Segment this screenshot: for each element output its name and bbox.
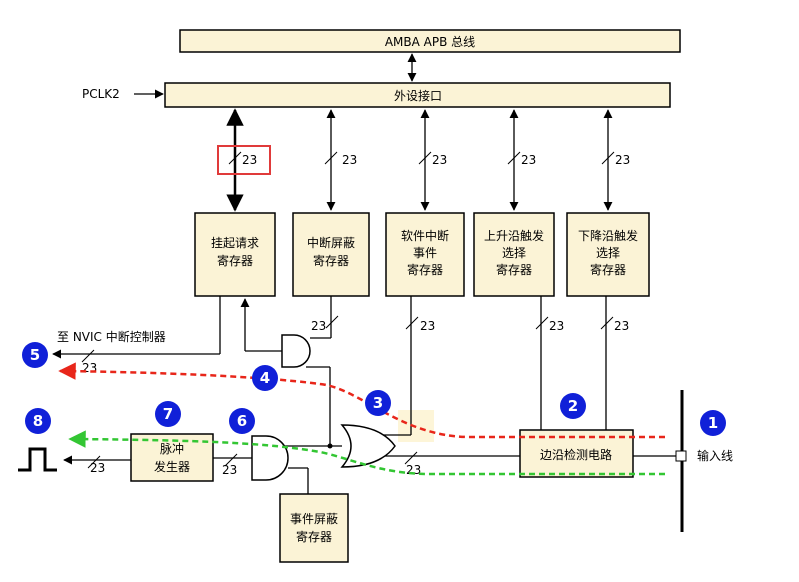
- bus-width-pulse: 23: [90, 461, 105, 475]
- svg-text:5: 5: [30, 346, 40, 364]
- bus-width-slash: [81, 349, 95, 363]
- svg-text:7: 7: [163, 405, 173, 423]
- pulse-generator: [130, 433, 214, 482]
- falling-trigger-line3: 寄存器: [590, 262, 626, 277]
- step-badge-3: 3: [365, 390, 391, 416]
- bus-width-slash: [418, 151, 432, 165]
- nvic-label: 至 NVIC 中断控制器: [57, 329, 166, 344]
- falling-trigger-line1: 下降沿触发: [578, 228, 638, 243]
- step-badge-1: 1: [700, 410, 726, 436]
- bus-width-falling: 23: [615, 153, 630, 167]
- peripheral-interface-label: 外设接口: [394, 88, 442, 103]
- interrupt-mask-line1: 中断屏蔽: [307, 235, 355, 250]
- svg-text:3: 3: [373, 394, 383, 412]
- bus-width-pending: 23: [242, 153, 257, 167]
- amba-apb-bus: [179, 29, 681, 53]
- svg-text:8: 8: [33, 412, 43, 430]
- bus-width-rising-out: 23: [549, 319, 564, 333]
- edge-detect-label: 边沿检测电路: [540, 447, 612, 462]
- step-badge-5: 5: [22, 342, 48, 368]
- or-gate: [340, 424, 396, 468]
- svg-text:2: 2: [568, 397, 578, 415]
- pulse-generator-line2: 发生器: [154, 459, 190, 474]
- step-badge-8: 8: [25, 408, 51, 434]
- step-badge-4: 4: [252, 365, 278, 391]
- amba-apb-bus-label: AMBA APB 总线: [385, 35, 475, 49]
- svg-text:4: 4: [260, 369, 270, 387]
- svg-text:1: 1: [708, 414, 718, 432]
- bus-width-slash: [535, 316, 549, 330]
- rising-trigger-register: [473, 212, 555, 297]
- event-mask-register: [279, 493, 349, 563]
- bus-width-slash: [324, 151, 338, 165]
- input-line-label: 输入线: [697, 448, 733, 463]
- bus-width-slash: [600, 316, 614, 330]
- pulse-waveform-icon: [18, 447, 57, 472]
- software-interrupt-line1: 软件中断: [401, 228, 449, 243]
- event-mask-line2: 寄存器: [296, 529, 332, 544]
- bus-width-rising: 23: [521, 153, 536, 167]
- bus-width-slash: [404, 451, 418, 465]
- bus-width-int-mask-out: 23: [311, 319, 326, 333]
- bus-width-falling-out: 23: [614, 319, 629, 333]
- step-badge-2: 2: [560, 393, 586, 419]
- software-interrupt-line2: 事件: [413, 246, 437, 260]
- pending-register-line2: 寄存器: [217, 253, 253, 268]
- pending-register: [194, 212, 276, 297]
- bus-width-event-and: 23: [222, 463, 237, 477]
- rising-trigger-line3: 寄存器: [496, 262, 532, 277]
- falling-trigger-line2: 选择: [596, 246, 620, 260]
- bus-width-int-mask: 23: [342, 153, 357, 167]
- bus-width-slash: [325, 315, 339, 329]
- peripheral-interface: [164, 82, 671, 108]
- bus-width-sw-int: 23: [432, 153, 447, 167]
- interrupt-mask-line2: 寄存器: [313, 253, 349, 268]
- pending-register-line1: 挂起请求: [211, 236, 259, 250]
- bus-width-sw-int-out: 23: [420, 319, 435, 333]
- input-pin: [675, 450, 687, 462]
- software-interrupt-register: [385, 212, 465, 297]
- bus-width-slash: [507, 151, 521, 165]
- highlight-box: [217, 145, 271, 175]
- interrupt-mask-register: [292, 212, 370, 297]
- bus-width-slash: [405, 316, 419, 330]
- event-and-gate: [251, 435, 289, 481]
- falling-trigger-register: [566, 212, 650, 297]
- interrupt-and-gate: [281, 334, 311, 368]
- pulse-generator-line1: 脉冲: [160, 441, 184, 456]
- event-signal-path: [68, 430, 665, 476]
- interrupt-signal-path: [58, 362, 665, 439]
- bus-width-slash: [601, 151, 615, 165]
- bus-width-slash: [224, 453, 238, 467]
- bus-width-slash: [87, 455, 101, 469]
- event-mask-line1: 事件屏蔽: [290, 512, 338, 526]
- software-interrupt-line3: 寄存器: [407, 262, 443, 277]
- rising-trigger-line2: 选择: [502, 246, 526, 260]
- rising-trigger-line1: 上升沿触发: [484, 228, 544, 243]
- bus-width-slash: [228, 151, 242, 165]
- bus-width-nvic: 23: [82, 361, 97, 375]
- svg-text:6: 6: [237, 412, 247, 430]
- step-badge-7: 7: [155, 401, 181, 427]
- step-badge-6: 6: [229, 408, 255, 434]
- pclk2-label: PCLK2: [82, 87, 120, 101]
